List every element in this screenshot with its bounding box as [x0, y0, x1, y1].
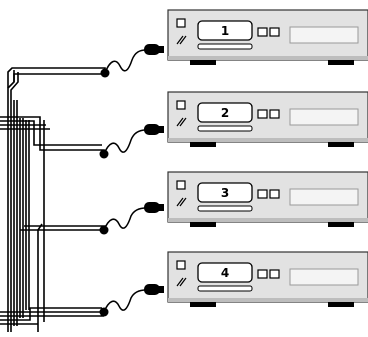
device-3: 3: [167, 171, 368, 227]
plug-2: [144, 124, 164, 135]
power-indicator-icon: [176, 18, 186, 28]
button-icon: [257, 109, 268, 119]
device-2: 2: [167, 91, 368, 147]
device-label-4: 4: [221, 266, 229, 280]
button-icon: [257, 27, 268, 37]
power-indicator-icon: [176, 180, 186, 190]
power-indicator-icon: [176, 260, 186, 270]
plugs: [144, 44, 164, 295]
device-label-3: 3: [221, 186, 229, 200]
device-label-2: 2: [221, 106, 229, 120]
button-icon: [257, 269, 268, 279]
button-icon: [269, 269, 280, 279]
branch-wires: [0, 67, 106, 325]
device-label-1: 1: [221, 24, 229, 38]
button-icon: [269, 27, 280, 37]
plug-4: [144, 284, 164, 295]
signal-icon: [176, 277, 187, 287]
button-icon: [269, 109, 280, 119]
bus-wires: [7, 70, 45, 332]
device-4: 4: [167, 251, 368, 307]
signal-icon: [176, 35, 187, 45]
signal-icon: [176, 197, 187, 207]
device-1: 1: [167, 9, 368, 65]
cables: [103, 49, 147, 313]
plug-3: [144, 202, 164, 213]
plug-1: [144, 44, 164, 55]
signal-icon: [176, 117, 187, 127]
button-icon: [257, 189, 268, 199]
button-icon: [269, 189, 280, 199]
junctions: [99, 68, 110, 317]
power-indicator-icon: [176, 100, 186, 110]
